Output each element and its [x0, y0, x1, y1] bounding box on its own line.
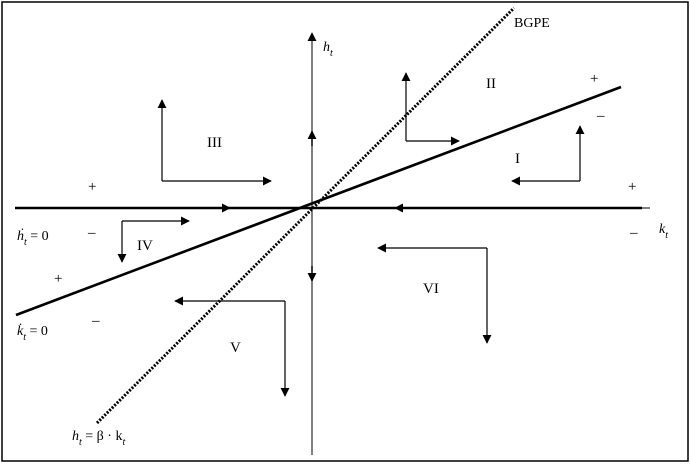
h-dot-symbol: ḣ	[17, 228, 24, 244]
bgpe-ray	[95, 6, 516, 425]
region-v-vector	[174, 296, 290, 397]
h-axis-subscript: t	[330, 48, 333, 59]
h-dot-equals: = 0	[27, 229, 49, 244]
region-iii-vector	[157, 99, 272, 186]
sign-minus-lower-right: –	[596, 108, 605, 124]
k-dot-subscript: t	[23, 332, 26, 343]
k-dot-zero-locus	[15, 85, 622, 317]
region-i-vector	[511, 125, 585, 186]
sign-minus-upper-left: –	[87, 225, 96, 241]
region-iv-vector	[117, 216, 190, 263]
k-axis-label: kt	[659, 222, 668, 241]
h-axis-label: ht	[323, 40, 333, 59]
k-dot-equals: = 0	[26, 324, 48, 339]
ray-h-subscript: t	[79, 437, 82, 448]
region-iv-label: IV	[137, 238, 153, 254]
ray-rhs: = β · k	[82, 429, 123, 444]
region-i-label: I	[515, 151, 520, 167]
region-v-label: V	[230, 340, 241, 356]
region-ii-label: II	[486, 76, 496, 92]
region-ii-vector	[401, 72, 460, 146]
ray-equation-label: ht = β · kt	[72, 429, 125, 448]
ray-h-symbol: h	[72, 429, 79, 444]
h-axis-symbol: h	[323, 40, 330, 55]
sign-plus-upper-left: +	[88, 179, 96, 195]
sign-plus-upper-right: +	[628, 179, 636, 195]
bgpe-label: BGPE	[514, 16, 550, 31]
k-axis-symbol: k	[659, 222, 666, 237]
region-vi-label: VI	[423, 281, 439, 297]
ray-k-subscript: t	[122, 437, 125, 448]
h-dot-zero-label: ḣt = 0	[17, 228, 49, 248]
k-axis-subscript: t	[665, 230, 668, 241]
sign-plus-lower-right: +	[590, 71, 598, 87]
h-dot-subscript: t	[24, 237, 27, 248]
sign-minus-upper-right: –	[629, 225, 638, 241]
region-vi-vector	[377, 243, 492, 344]
k-dot-symbol: k̇	[17, 322, 24, 339]
sign-minus-lower-left: –	[91, 313, 100, 329]
k-dot-zero-label: k̇t = 0	[17, 322, 48, 343]
sign-plus-lower-left: +	[54, 271, 62, 287]
region-iii-label: III	[207, 135, 222, 151]
